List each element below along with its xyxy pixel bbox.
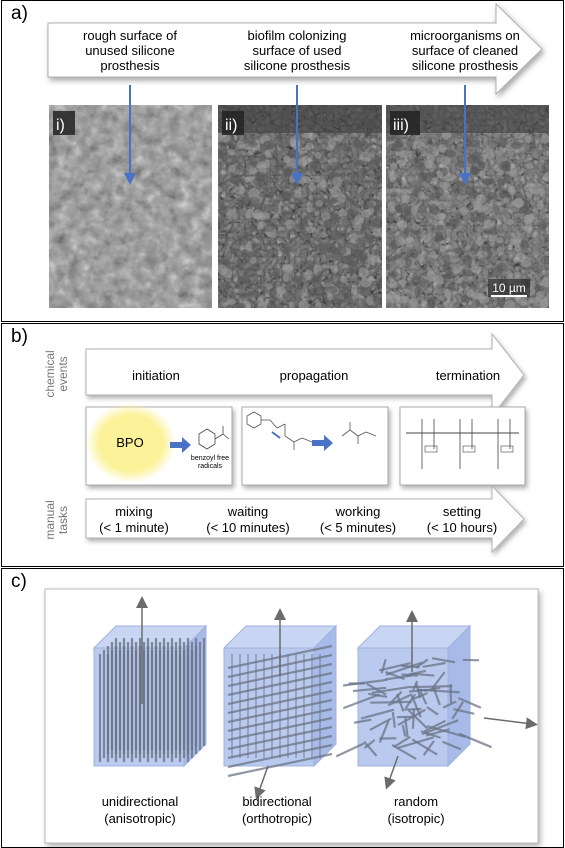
chemical-events-label: chemicalevents [43, 350, 70, 397]
event-initiation: initiation [132, 368, 180, 383]
cube-label-3: random [394, 794, 438, 809]
cube-desc-2: (orthotropic) [242, 811, 312, 826]
task-name: waiting [227, 504, 268, 519]
task-name: mixing [115, 504, 153, 519]
task-time: (< 10 hours) [427, 520, 497, 535]
cube-3-axis-down [384, 755, 399, 790]
image-label-2: ii) [225, 117, 237, 134]
event-termination: termination [436, 368, 500, 383]
panel-c-figure: unidirectional (anisotropic) bidirectional… [44, 588, 539, 844]
panel-c-label: c) [11, 571, 27, 592]
cube-label-1: unidirectional [102, 794, 179, 809]
cube-label-2: bidirectional [242, 794, 311, 809]
task-waiting: waiting(< 10 minutes) [206, 504, 289, 535]
sem-image-2: ii) [218, 105, 382, 308]
propagation-inner-arrow [271, 431, 281, 439]
propagation-arrow [312, 435, 333, 451]
manual-tasks-label: manualtasks [43, 500, 70, 539]
benzoyl-structure [198, 426, 230, 450]
task-setting: setting(< 10 hours) [427, 504, 497, 535]
event-propagation: propagation [280, 368, 349, 383]
task-time: (< 5 minutes) [320, 520, 396, 535]
task-working: working(< 5 minutes) [320, 504, 396, 535]
process-arrow-a [47, 2, 543, 96]
panel-b-figure: chemicalevents initiation propagation term… [43, 332, 526, 554]
polymer-chain [406, 419, 519, 469]
task-time: (< 1 minute) [99, 520, 169, 535]
propagation-structures [246, 411, 377, 450]
bpo-glow [86, 403, 176, 483]
scale-bar-bg [488, 279, 530, 297]
sem-image-3: iii) [386, 105, 549, 308]
image-label-1: i) [56, 117, 65, 134]
image-label-3: iii) [393, 117, 409, 134]
cube-2-axis-down [254, 765, 269, 800]
cube-desc-3: (isotropic) [387, 811, 444, 826]
cube-random [335, 624, 492, 768]
cube-unidirectional [92, 624, 208, 768]
scale-bar-label: 10 µm [492, 281, 526, 295]
panel-b: b) chemicalevents initiation propagation t… [1, 323, 564, 567]
chemical-events-arrow [85, 332, 525, 418]
initiation-arrow [170, 437, 191, 453]
bpo-label: BPO [116, 435, 143, 450]
panel-a-label: a) [11, 3, 28, 24]
task-name: working [335, 504, 381, 519]
panel-a: a) [1, 0, 564, 322]
manual-tasks-arrow [85, 484, 525, 554]
cube-desc-1: (anisotropic) [104, 811, 176, 826]
panel-c: c) unidirectional (anisotropic) bidirectio… [1, 568, 564, 848]
task-name: setting [443, 504, 481, 519]
task-mixing: mixing(< 1 minute) [99, 504, 169, 535]
cube-3-axis-right [483, 717, 538, 730]
task-time: (< 10 minutes) [206, 520, 289, 535]
panel-b-label: b) [11, 326, 28, 347]
